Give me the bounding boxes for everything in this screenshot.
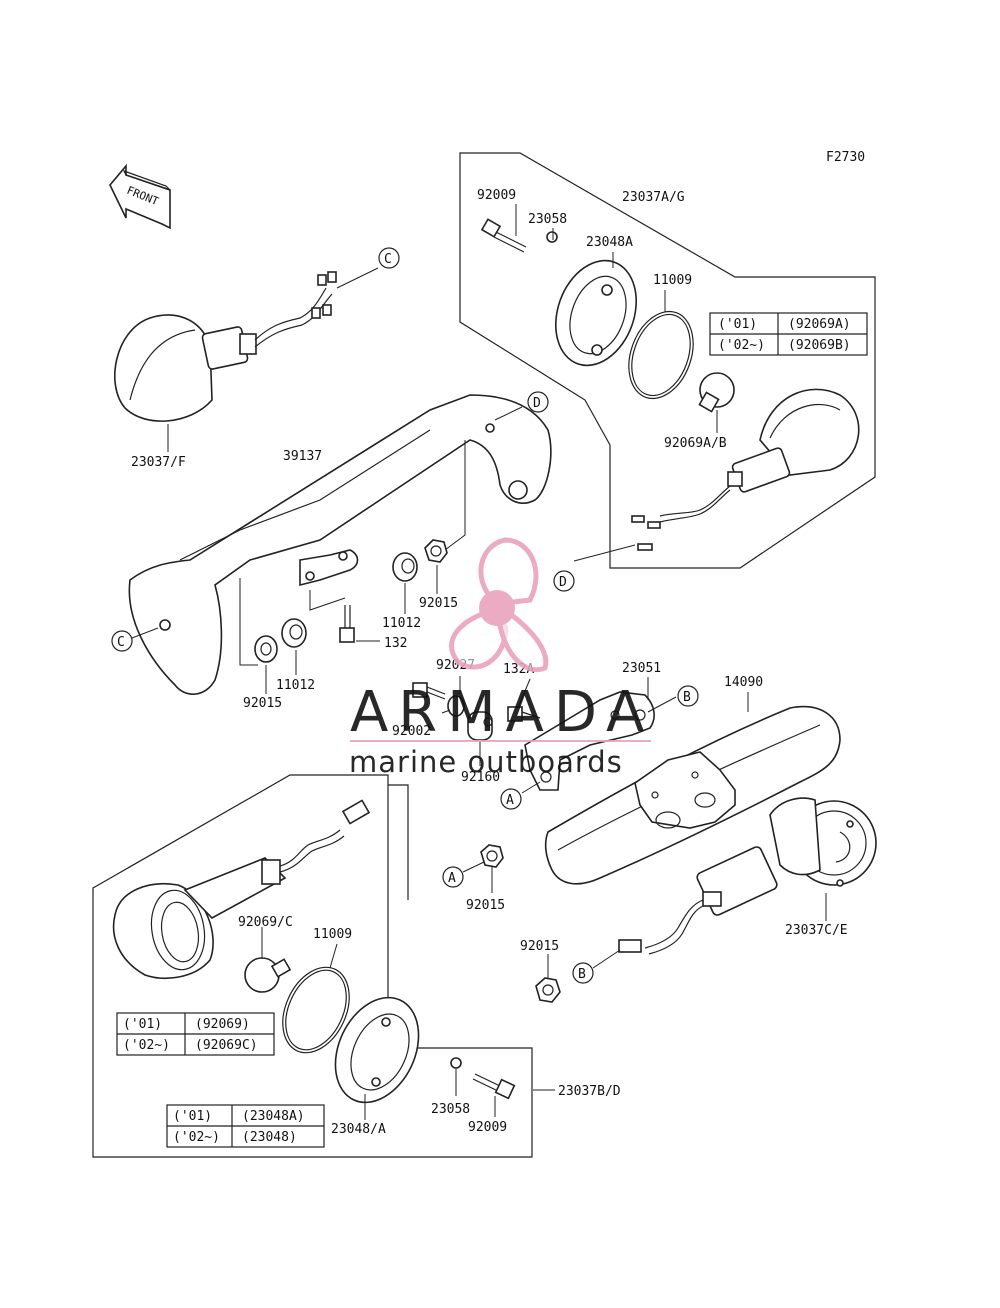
nut-92015-right	[535, 977, 561, 1003]
front-arrow-icon: FRONT	[109, 163, 171, 230]
part-label: 23037B/D	[558, 1084, 621, 1099]
bolt-92027	[412, 682, 446, 700]
ref-marker-b-low: B	[572, 962, 594, 984]
watermark-brand: ARMADA	[350, 680, 654, 745]
svg-text:D: D	[533, 396, 541, 411]
part-label: 92015	[466, 898, 505, 913]
part-label: 23051	[622, 661, 661, 676]
svg-text:('02~): ('02~)	[123, 1038, 170, 1053]
turn-signal-housing-left	[114, 271, 337, 422]
svg-text:(23048A): (23048A)	[242, 1109, 305, 1124]
ref-marker-b-top: B	[677, 685, 699, 707]
part-label: 11009	[653, 273, 692, 288]
part-label: 11012	[382, 616, 421, 631]
bolt-132A	[507, 706, 541, 722]
propeller-logo-icon	[449, 537, 549, 673]
svg-text:(92069B): (92069B)	[788, 338, 851, 353]
bulb-92069AB	[698, 372, 735, 413]
ref-marker-c-left: C	[111, 630, 133, 652]
collar-11012-mid	[392, 552, 418, 582]
bulb-table-upper: ('01) (92069A) ('02~) (92069B)	[709, 312, 868, 356]
part-label: 11009	[313, 927, 352, 942]
bulb-table-lower: ('01) (92069) ('02~) (92069C)	[116, 1012, 275, 1056]
part-label: 92015	[419, 596, 458, 611]
leader-lines	[131, 204, 827, 1120]
upper-assembly-frame	[459, 152, 876, 569]
svg-text:A: A	[506, 793, 514, 808]
nut-92015-center	[480, 844, 504, 868]
svg-text:B: B	[683, 690, 691, 705]
svg-text:('01): ('01)	[173, 1109, 212, 1124]
svg-text:(92069A): (92069A)	[788, 317, 851, 332]
spacer-92002	[447, 695, 465, 717]
svg-text:C: C	[117, 635, 125, 650]
bulb-92069C	[244, 957, 292, 993]
part-label: 92015	[520, 939, 559, 954]
part-label: 23058	[431, 1102, 470, 1117]
watermark-tagline: marine outboards	[349, 745, 623, 779]
svg-text:C: C	[384, 252, 392, 267]
turn-signal-housing-upper-right	[631, 388, 860, 551]
figure-code: F2730	[826, 150, 865, 165]
screw-92009-low	[472, 1073, 516, 1100]
svg-text:(92069C): (92069C)	[195, 1038, 258, 1053]
part-label: 92002	[392, 724, 431, 739]
lens-rim-23048A	[554, 259, 638, 367]
part-label: 92069/C	[238, 915, 293, 930]
part-label: 92069A/B	[664, 436, 727, 451]
part-label: 132	[384, 636, 407, 651]
lower-assembly-frame	[92, 774, 533, 1158]
svg-text:D: D	[559, 575, 567, 590]
svg-text:('02~): ('02~)	[173, 1130, 220, 1145]
ref-marker-a-low: A	[442, 866, 464, 888]
bolt-132	[339, 605, 355, 643]
turn-signal-housing-lower-left	[112, 799, 371, 980]
washer-23058-low	[450, 1057, 462, 1069]
washer-23058-top	[546, 231, 558, 243]
ref-marker-c-top: C	[378, 247, 400, 269]
svg-text:('01): ('01)	[123, 1017, 162, 1032]
nut-92015-mid	[424, 539, 448, 563]
part-label: 92009	[477, 188, 516, 203]
part-label: 92160	[461, 770, 500, 785]
svg-text:(23048): (23048)	[242, 1130, 297, 1145]
part-label: 23037C/E	[785, 923, 848, 938]
part-number-labels: 92009 23037A/G 23058 23048A 11009 92069A…	[131, 188, 848, 1137]
ref-marker-d-top: D	[527, 391, 549, 413]
armada-watermark: ARMADA marine outboards	[349, 537, 654, 779]
part-label: 11012	[276, 678, 315, 693]
svg-text:A: A	[448, 871, 456, 886]
lens-rim-23048A-low	[334, 996, 420, 1104]
nut-92015-left	[254, 635, 278, 663]
screw-92009-top	[480, 218, 527, 253]
damper-92160	[467, 711, 493, 741]
part-label: 23048A	[586, 235, 633, 250]
turn-signal-housing-lower-right	[618, 797, 877, 955]
part-label: 14090	[724, 675, 763, 690]
part-label: 92015	[243, 696, 282, 711]
svg-text:('02~): ('02~)	[718, 338, 765, 353]
gasket-11009-top	[628, 310, 694, 400]
bracket-39137	[128, 394, 552, 695]
svg-text:(92069): (92069)	[195, 1017, 250, 1032]
svg-text:('01): ('01)	[718, 317, 757, 332]
part-label: 39137	[283, 449, 322, 464]
ref-marker-a-mid: A	[500, 788, 522, 810]
rim-table-lower: ('01) (23048A) ('02~) (23048)	[166, 1104, 325, 1148]
collar-11012-low	[281, 618, 307, 648]
gasket-11009-low	[282, 966, 350, 1054]
svg-text:B: B	[578, 967, 586, 982]
part-label: 23058	[528, 212, 567, 227]
ref-marker-d-mid: D	[553, 570, 575, 592]
part-label: 23037A/G	[622, 190, 685, 205]
part-label: 23048/A	[331, 1122, 386, 1137]
plate-14090	[544, 705, 841, 885]
part-label: 92009	[468, 1120, 507, 1135]
part-label: 23037/F	[131, 455, 186, 470]
